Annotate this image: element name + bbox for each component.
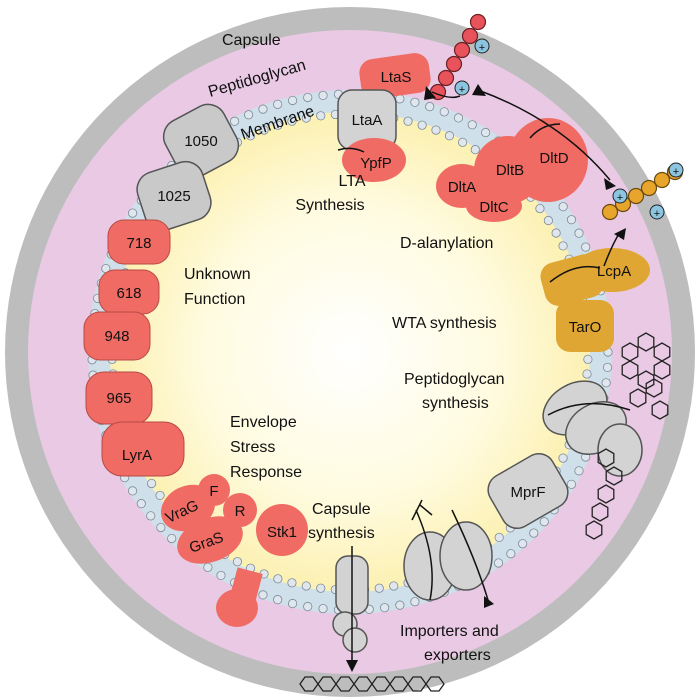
protein-1025: 1025: [136, 160, 212, 232]
arrow-head-3: [604, 178, 616, 190]
svg-text:DltD: DltD: [539, 150, 568, 167]
capsule-channel: [332, 546, 369, 672]
plus-icon-3: +: [668, 162, 684, 178]
lta-chain: [429, 13, 487, 101]
dltd-tether: [529, 123, 561, 139]
svg-text:965: 965: [106, 390, 131, 407]
svg-text:MprF: MprF: [511, 484, 546, 501]
svg-text:+: +: [459, 84, 465, 96]
svg-text:R: R: [235, 503, 246, 520]
svg-text:+: +: [654, 208, 660, 220]
capsule-layer-label: Capsule: [222, 32, 281, 49]
protein-dltb: DltB: [474, 136, 542, 204]
svg-text:LyrA: LyrA: [122, 447, 152, 464]
protein-ypfp: YpfP: [337, 138, 406, 182]
protein-ltas: LtaS: [359, 53, 431, 99]
capsule-synthesis-label-2: synthesis: [308, 525, 375, 542]
svg-text:618: 618: [116, 285, 141, 302]
protein-965: 965: [85, 371, 153, 425]
envelope-stress-label-1: Envelope: [230, 414, 297, 431]
protein-stk1: Stk1: [216, 504, 308, 627]
protein-718: 718: [107, 219, 171, 265]
lta-synthesis-label-2: Synthesis: [295, 197, 364, 214]
protein-vrag: VraG: [160, 484, 216, 532]
svg-text:DltC: DltC: [479, 199, 508, 216]
protein-mprf: MprF: [487, 452, 569, 530]
protein-taro: TarO: [556, 300, 614, 352]
svg-text:Stk1: Stk1: [267, 524, 297, 541]
svg-text:LcpA: LcpA: [597, 263, 631, 280]
pg-synthesis-label-1: Peptidoglycan: [404, 371, 505, 388]
svg-text:F: F: [209, 483, 218, 500]
protein-lyra: LyrA: [101, 421, 185, 477]
envelope-stress-label-2: Stress: [230, 439, 275, 456]
arrow-head-1: [424, 86, 436, 100]
protein-gras: GraS: [177, 516, 243, 564]
wta-synthesis-label: WTA synthesis: [392, 315, 497, 332]
svg-text:718: 718: [126, 235, 151, 252]
importers-label-1: Importers and: [400, 623, 499, 640]
protein-1050: 1050: [162, 103, 240, 179]
svg-text:LtaA: LtaA: [352, 112, 383, 129]
svg-text:TarO: TarO: [569, 319, 602, 336]
svg-text:1050: 1050: [184, 133, 217, 150]
capsule-polysaccharide-strand: [299, 676, 445, 692]
arrow-head-2: [472, 84, 486, 96]
svg-text:1025: 1025: [157, 188, 190, 205]
pg-synthesis-complex: [542, 380, 643, 477]
svg-text:+: +: [617, 192, 623, 204]
cytoplasm: [110, 112, 590, 592]
protein-948: 948: [83, 311, 151, 361]
protein-618: 618: [98, 269, 160, 315]
importers-label-2: exporters: [424, 647, 491, 664]
envelope-stress-label-3: Response: [230, 464, 302, 481]
plus-icon-2: +: [454, 80, 470, 96]
lta-synthesis-label-1: LTA: [339, 173, 366, 190]
svg-text:DltB: DltB: [496, 162, 524, 179]
protein-ltaa: LtaA: [337, 89, 397, 151]
transporter-complex: [403, 499, 494, 608]
peptidoglycan-hexagon-strands: [585, 332, 671, 540]
svg-text:+: +: [673, 166, 679, 178]
svg-text:LtaS: LtaS: [381, 69, 412, 86]
svg-text:DltA: DltA: [448, 179, 476, 196]
svg-text:+: +: [479, 42, 485, 54]
pg-synthesis-label-2: synthesis: [422, 395, 489, 412]
arrow-head-4: [614, 228, 626, 240]
plus-icon-1: +: [474, 38, 490, 54]
plus-icon-5: +: [649, 204, 665, 220]
unknown-function-label-1: Unknown: [184, 266, 251, 283]
dalanylation-label: D-alanylation: [400, 235, 493, 252]
unknown-function-label-2: Function: [184, 291, 245, 308]
protein-dltc: DltC: [466, 190, 522, 222]
svg-text:948: 948: [104, 328, 129, 345]
protein-f: F: [198, 474, 230, 506]
capsule-synthesis-label-1: Capsule: [312, 501, 371, 518]
protein-lcpa: LcpA: [540, 248, 650, 306]
svg-text:YpfP: YpfP: [360, 155, 391, 172]
plus-icon-4: +: [612, 188, 628, 204]
